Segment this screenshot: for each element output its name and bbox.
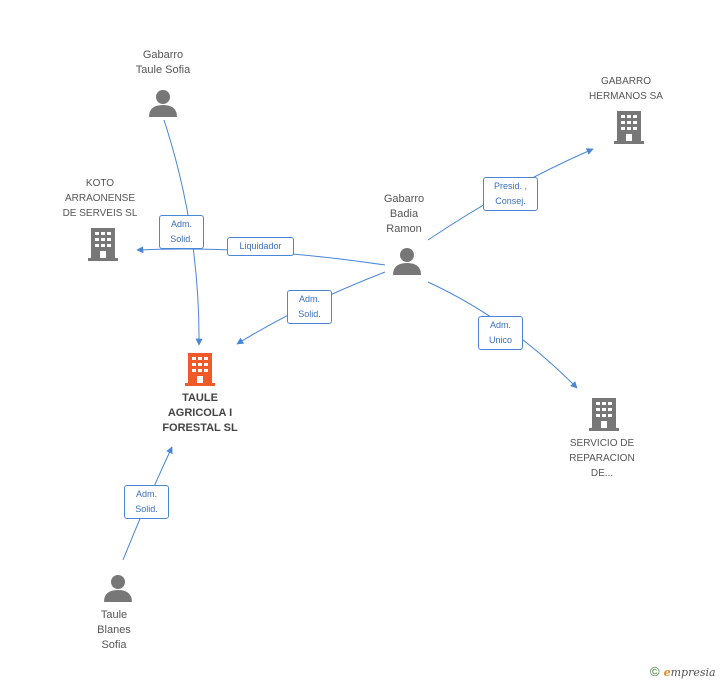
building-icon-koto[interactable]	[88, 228, 118, 261]
person-icon-gabarro-taule[interactable]	[149, 90, 177, 117]
node-label-gabarro-taule[interactable]: Gabarro Taule Sofia	[135, 49, 191, 76]
node-label-gabarro-badia[interactable]: Gabarro Badia Ramon	[383, 193, 425, 235]
edge-label-gabarro-badia-adm-solid: Adm. Solid.	[287, 290, 332, 324]
edge-label-adm-unico: Adm. Unico	[478, 316, 523, 350]
edge-label-presid-consej: Presid. , Consej.	[483, 177, 538, 211]
node-label-taule-blanes[interactable]: Taule Blanes Sofia	[97, 609, 131, 651]
edge-label-gabarro-taule-adm-solid: Adm. Solid.	[159, 215, 204, 249]
copyright-symbol: ©	[650, 664, 660, 679]
edge-label-liquidador: Liquidador	[227, 237, 294, 256]
node-label-servicio[interactable]: SERVICIO DE REPARACION DE...	[569, 438, 635, 479]
edge-label-taule-blanes-adm-solid: Adm. Solid.	[124, 485, 169, 519]
empresia-watermark: ©empresia	[650, 664, 716, 679]
building-icon-taule-agricola[interactable]	[185, 353, 215, 386]
node-label-taule-agricola[interactable]: TAULE AGRICOLA I FORESTAL SL	[162, 392, 238, 434]
node-label-koto[interactable]: KOTO ARRAONENSE DE SERVEIS SL	[62, 178, 138, 219]
building-icon-gabarro-hermanos[interactable]	[614, 111, 644, 144]
building-icon-servicio[interactable]	[589, 398, 619, 431]
person-icon-taule-blanes[interactable]	[104, 575, 132, 602]
node-label-gabarro-hermanos[interactable]: GABARRO HERMANOS SA	[589, 76, 663, 102]
empresia-logo: empresia	[663, 666, 716, 679]
person-icon-gabarro-badia[interactable]	[393, 248, 421, 275]
